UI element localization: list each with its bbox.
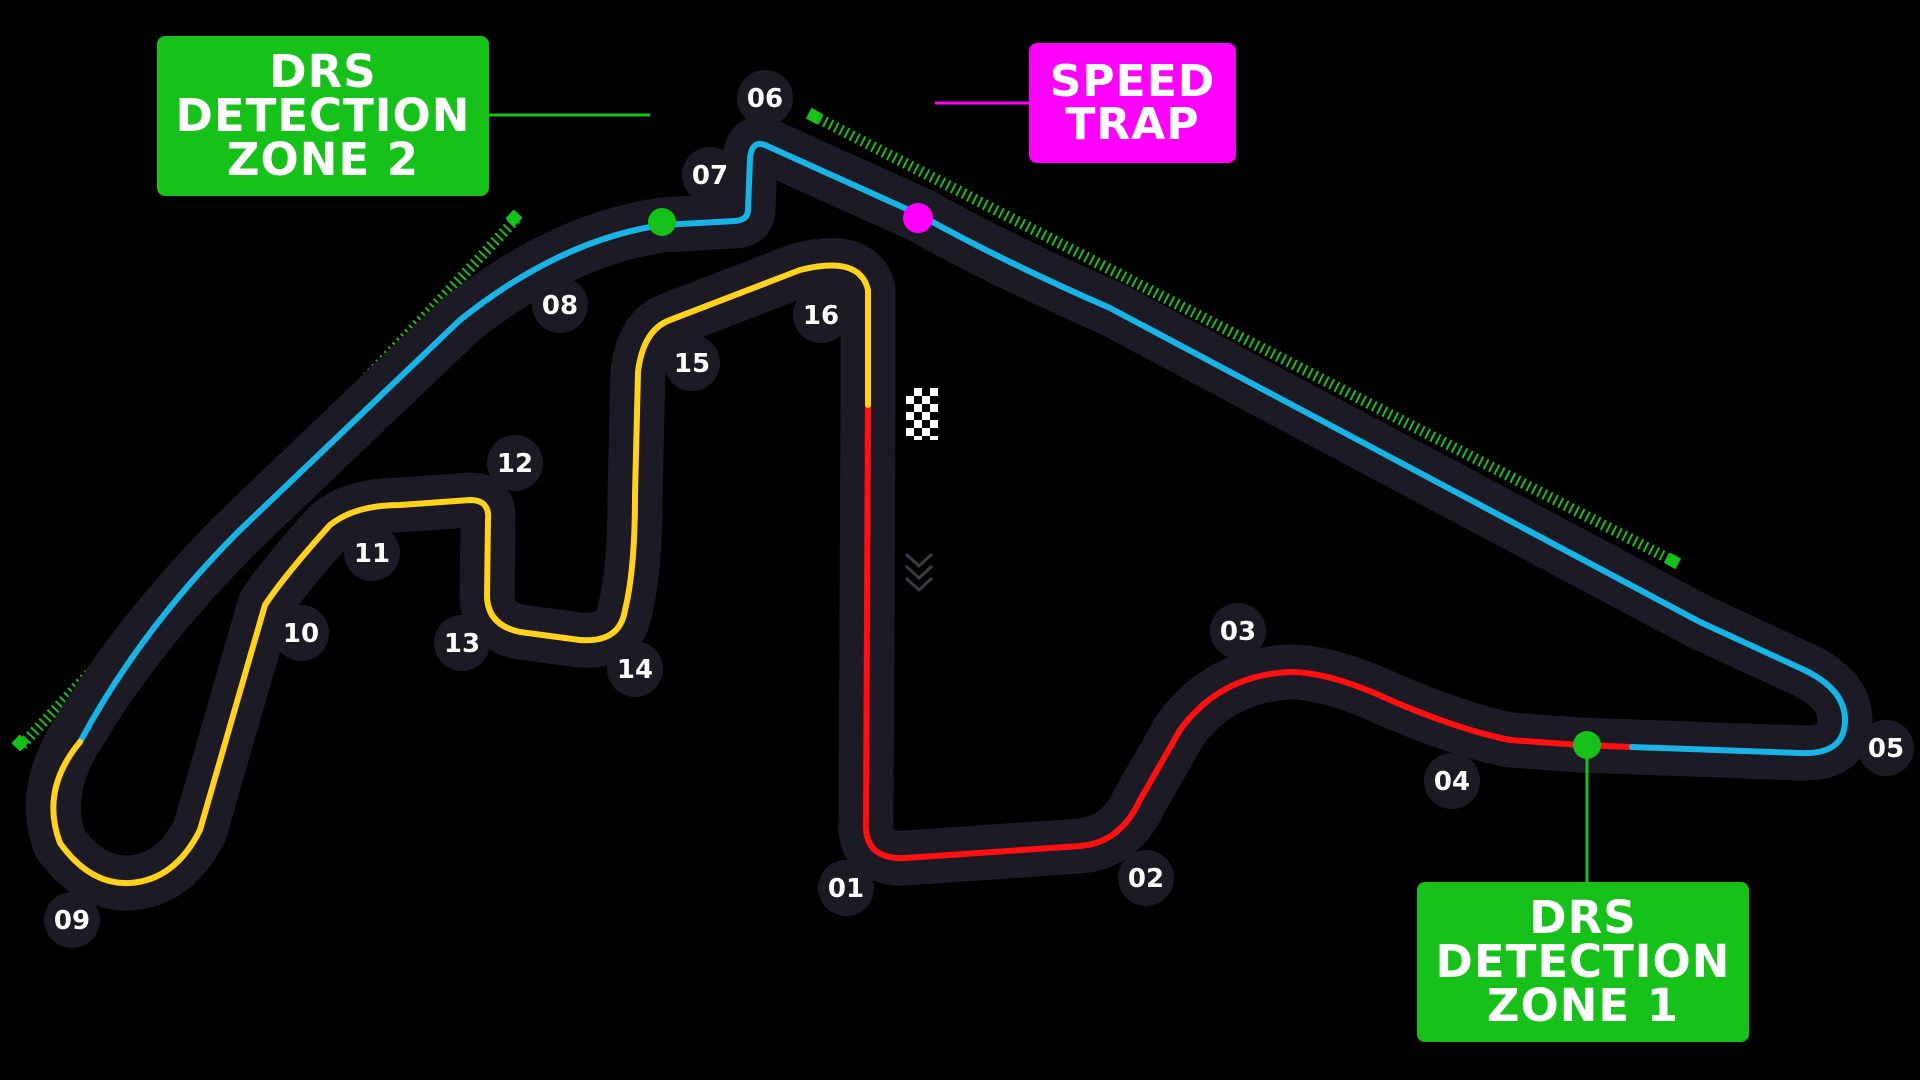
drs-detection-point-1 — [1573, 731, 1601, 759]
sector-1-line — [862, 402, 1635, 862]
speed-trap-label: SPEED TRAP — [1029, 43, 1236, 163]
turn-number: 08 — [542, 291, 578, 321]
turn-number: 06 — [747, 84, 783, 114]
turn-number: 09 — [54, 906, 90, 936]
turn-badge-07: 07 — [682, 147, 738, 203]
speed-trap-point — [903, 203, 933, 233]
turn-badge-11: 11 — [344, 525, 400, 581]
sector-3-line — [50, 262, 871, 887]
turn-badge-02: 02 — [1118, 850, 1174, 906]
turn-badge-01: 01 — [818, 860, 874, 916]
turn-number: 04 — [1434, 767, 1470, 797]
turn-badge-05: 05 — [1858, 720, 1914, 776]
turn-number: 13 — [444, 629, 480, 659]
turn-number: 11 — [354, 539, 390, 569]
drs-detection-zone-2-label: DRS DETECTION ZONE 2 — [157, 36, 489, 196]
turn-badge-16: 16 — [793, 287, 849, 343]
turn-badge-15: 15 — [664, 335, 720, 391]
turn-badge-14: 14 — [607, 641, 663, 697]
drs-zone-right — [811, 111, 1676, 566]
turn-number: 03 — [1220, 617, 1256, 647]
chequered-flag-icon — [906, 388, 938, 440]
turn-badge-06: 06 — [737, 70, 793, 126]
turn-number: 15 — [674, 349, 710, 379]
turn-badge-04: 04 — [1424, 753, 1480, 809]
turn-number: 12 — [497, 449, 533, 479]
turn-number: 14 — [617, 655, 653, 685]
drs-detection-zone-1-label: DRS DETECTION ZONE 1 — [1417, 882, 1749, 1042]
turn-badge-09: 09 — [44, 892, 100, 948]
sector-2-line — [77, 140, 1848, 757]
turn-badge-12: 12 — [487, 435, 543, 491]
turn-badge-10: 10 — [273, 605, 329, 661]
turn-number: 16 — [803, 301, 839, 331]
turn-badge-08: 08 — [532, 277, 588, 333]
turn-number: 01 — [828, 874, 864, 904]
turn-number: 05 — [1868, 734, 1904, 764]
turn-badge-13: 13 — [434, 615, 490, 671]
turn-number: 10 — [283, 619, 319, 649]
turn-number: 02 — [1128, 864, 1164, 894]
turn-badge-03: 03 — [1210, 603, 1266, 659]
drs-detection-point-2 — [648, 208, 676, 236]
chevron-down-icon — [904, 552, 934, 593]
turn-number: 07 — [692, 161, 728, 191]
